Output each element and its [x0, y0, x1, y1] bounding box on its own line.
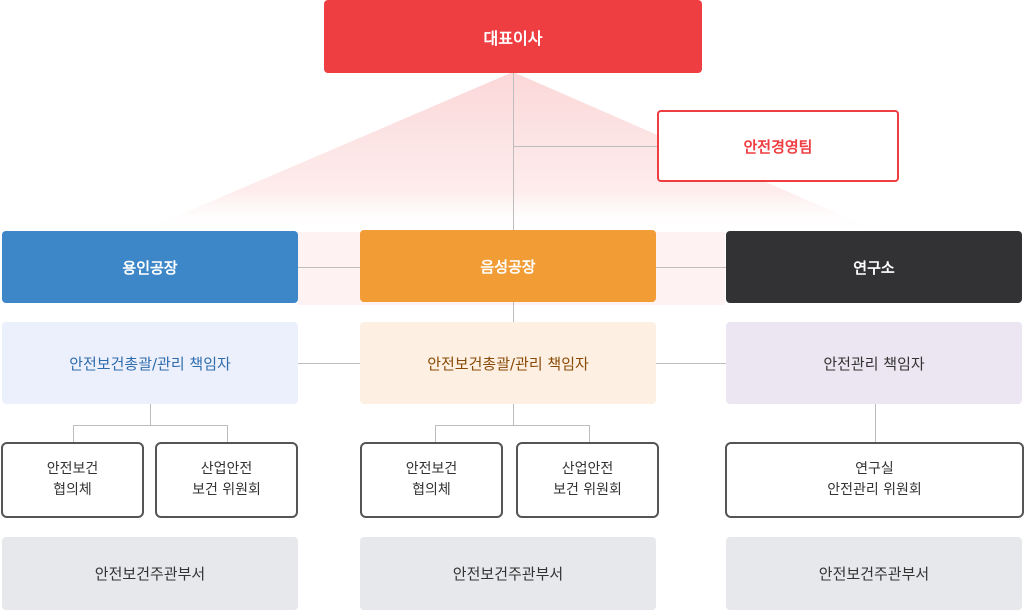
eumseong-manager-label: 안전보건총괄/관리 책임자	[427, 354, 589, 373]
connector-yongin-council-bar	[73, 425, 228, 426]
yongin-factory-label: 용인공장	[122, 258, 178, 277]
eumseong-factory-box: 음성공장	[360, 230, 656, 302]
lab-box: 연구소	[726, 231, 1022, 303]
ceo-box: 대표이사	[324, 0, 702, 73]
yongin-safety-council-box: 안전보건 협의체	[1, 442, 144, 518]
yongin-dept-label: 안전보건주관부서	[94, 565, 206, 583]
connector-team-horizontal	[513, 146, 658, 147]
safety-team-label: 안전경영팀	[743, 137, 813, 156]
connector-eumseong-council-bar	[435, 425, 590, 426]
lab-manager-box: 안전관리 책임자	[726, 322, 1022, 404]
yongin-dept-box: 안전보건주관부서	[2, 537, 298, 610]
yongin-factory-box: 용인공장	[2, 231, 298, 303]
connector-ceo-vertical	[513, 72, 514, 230]
council-line-2: 보건 위원회	[192, 482, 261, 498]
safety-team-box: 안전경영팀	[657, 110, 899, 182]
connector-yongin-council-left	[73, 425, 74, 442]
ceo-label: 대표이사	[483, 28, 543, 48]
council-line-2: 협의체	[53, 482, 92, 498]
eumseong-factory-label: 음성공장	[480, 257, 536, 276]
council-line-2: 안전관리 위원회	[827, 482, 922, 498]
eumseong-manager-box: 안전보건총괄/관리 책임자	[360, 322, 656, 404]
connector-yongin-manager-down	[150, 404, 151, 425]
lab-dept-label: 안전보건주관부서	[818, 565, 930, 583]
lab-label: 연구소	[853, 258, 895, 277]
lab-dept-box: 안전보건주관부서	[726, 537, 1022, 610]
connector-lab-manager-down	[875, 404, 876, 442]
eumseong-dept-box: 안전보건주관부서	[360, 537, 656, 610]
lab-manager-label: 안전관리 책임자	[823, 354, 925, 373]
council-line-1: 안전보건	[405, 461, 458, 477]
yongin-manager-label: 안전보건총괄/관리 책임자	[69, 354, 231, 373]
lab-safety-committee-box: 연구실 안전관리 위원회	[725, 442, 1024, 518]
eumseong-dept-label: 안전보건주관부서	[452, 565, 564, 583]
council-line-2: 보건 위원회	[553, 482, 622, 498]
council-line-1: 연구실	[855, 461, 894, 477]
connector-yongin-council-right	[227, 425, 228, 442]
council-line-1: 안전보건	[46, 461, 99, 477]
yongin-industrial-committee-box: 산업안전 보건 위원회	[155, 442, 298, 518]
council-line-1: 산업안전	[561, 461, 614, 477]
council-line-1: 산업안전	[200, 461, 253, 477]
connector-eumseong-council-right	[589, 425, 590, 442]
connector-eumseong-down	[513, 302, 514, 322]
eumseong-industrial-committee-box: 산업안전 보건 위원회	[516, 442, 659, 518]
council-line-2: 협의체	[412, 482, 451, 498]
connector-eumseong-council-left	[435, 425, 436, 442]
yongin-manager-box: 안전보건총괄/관리 책임자	[2, 322, 298, 404]
eumseong-safety-council-box: 안전보건 협의체	[360, 442, 503, 518]
connector-eumseong-manager-down	[513, 404, 514, 425]
